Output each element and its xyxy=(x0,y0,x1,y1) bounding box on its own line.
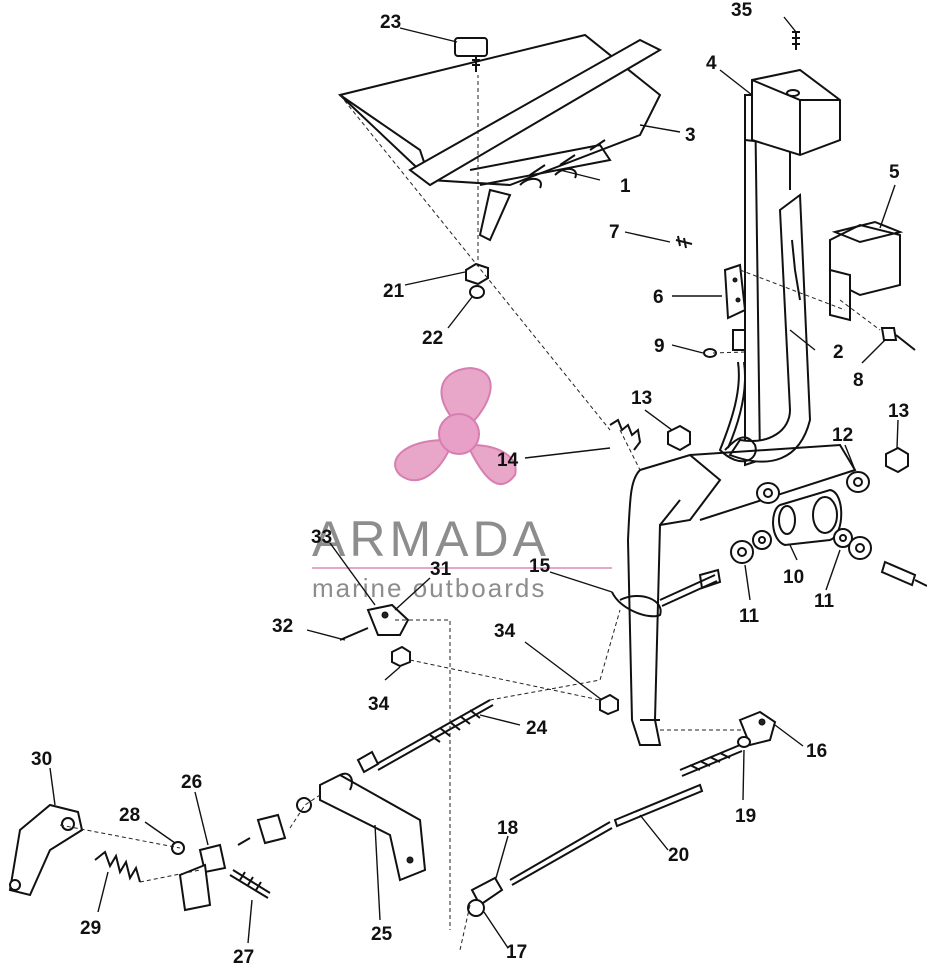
washers-part-11-right xyxy=(833,528,872,560)
spring-part-14 xyxy=(609,418,642,451)
nut-part-13-left xyxy=(667,424,691,452)
propeller-icon xyxy=(394,366,517,486)
callout-3: 3 xyxy=(685,125,696,146)
fitting-part-26 xyxy=(178,843,227,912)
leader-lines xyxy=(49,16,899,949)
callout-25: 25 xyxy=(371,924,393,945)
grommet xyxy=(237,797,312,846)
callout-19: 19 xyxy=(735,806,756,827)
callout-15: 15 xyxy=(529,556,551,577)
plate-part-6 xyxy=(723,263,747,320)
nut-part-19 xyxy=(737,736,751,748)
screw-part-8 xyxy=(880,327,916,351)
assembly-lines xyxy=(59,75,881,951)
clip-part-15 xyxy=(611,591,662,618)
callout-10: 10 xyxy=(783,567,804,588)
rod-end-part-18 xyxy=(467,876,504,917)
callout-22: 22 xyxy=(422,328,443,349)
callout-7: 7 xyxy=(609,222,620,243)
callout-27: 27 xyxy=(233,947,254,963)
cable-part-24 xyxy=(356,699,494,774)
bracket-part-25 xyxy=(319,772,427,882)
pin-part-32 xyxy=(339,627,369,641)
callout-11-right: 11 xyxy=(814,591,835,612)
callout-8: 8 xyxy=(853,370,864,391)
callout-13-right: 13 xyxy=(888,401,909,422)
callout-24: 24 xyxy=(526,718,548,739)
washers-part-12 xyxy=(756,471,870,504)
armada-logo: ARMADA marine outboards xyxy=(312,366,612,603)
threaded-shaft xyxy=(659,560,927,607)
callout-5: 5 xyxy=(889,162,900,183)
callout-12: 12 xyxy=(832,425,853,446)
callout-35: 35 xyxy=(731,0,753,21)
callout-6: 6 xyxy=(653,287,664,308)
callout-4: 4 xyxy=(706,53,717,74)
screw-part-35 xyxy=(792,31,800,50)
washers-part-11-left xyxy=(730,530,772,564)
spacer-part-10 xyxy=(772,488,843,547)
callout-1: 1 xyxy=(620,176,631,197)
callout-18: 18 xyxy=(497,818,518,839)
nut-part-34-left xyxy=(391,645,411,668)
callout-32: 32 xyxy=(272,616,293,637)
callout-2: 2 xyxy=(833,342,844,363)
washer-part-22 xyxy=(469,285,485,299)
callout-21: 21 xyxy=(383,281,405,302)
callout-11-left: 11 xyxy=(739,606,760,627)
bolt-part-23 xyxy=(454,37,488,72)
clamp-part-5 xyxy=(829,220,904,322)
callout-16: 16 xyxy=(806,741,827,762)
brand-tagline: marine outboards xyxy=(312,573,546,603)
control-box-part-3 xyxy=(337,33,663,242)
callout-20: 20 xyxy=(668,845,689,866)
callout-30: 30 xyxy=(31,749,52,770)
callout-13-left: 13 xyxy=(631,388,652,409)
callout-33: 33 xyxy=(311,527,332,548)
callout-34-right: 34 xyxy=(494,621,516,642)
callout-29: 29 xyxy=(80,918,101,939)
callout-9: 9 xyxy=(654,336,665,357)
lever-part-30 xyxy=(8,803,84,897)
cap-part-4 xyxy=(751,68,841,157)
cable-part-20 xyxy=(509,744,743,886)
spring-part-29 xyxy=(94,850,141,883)
fitting-part-31 xyxy=(366,603,410,636)
callout-numbers: 1 2 3 4 5 6 7 8 9 10 11 11 12 13 13 14 1… xyxy=(31,0,909,963)
callout-28: 28 xyxy=(119,805,140,826)
callout-31: 31 xyxy=(430,559,452,580)
nut-part-21 xyxy=(465,262,489,286)
bolt-part-27 xyxy=(229,869,271,899)
brand-title: ARMADA xyxy=(312,511,550,567)
screw-part-7 xyxy=(675,235,693,249)
callout-34-left: 34 xyxy=(368,694,390,715)
callout-23: 23 xyxy=(380,12,401,33)
callout-14: 14 xyxy=(497,450,519,471)
bracket-part-2 xyxy=(728,94,812,467)
callout-26: 26 xyxy=(181,772,202,793)
nut-part-13-right xyxy=(885,446,909,474)
nut-part-34-right xyxy=(599,693,619,716)
washer-part-9 xyxy=(703,329,757,463)
callout-17: 17 xyxy=(506,942,527,963)
